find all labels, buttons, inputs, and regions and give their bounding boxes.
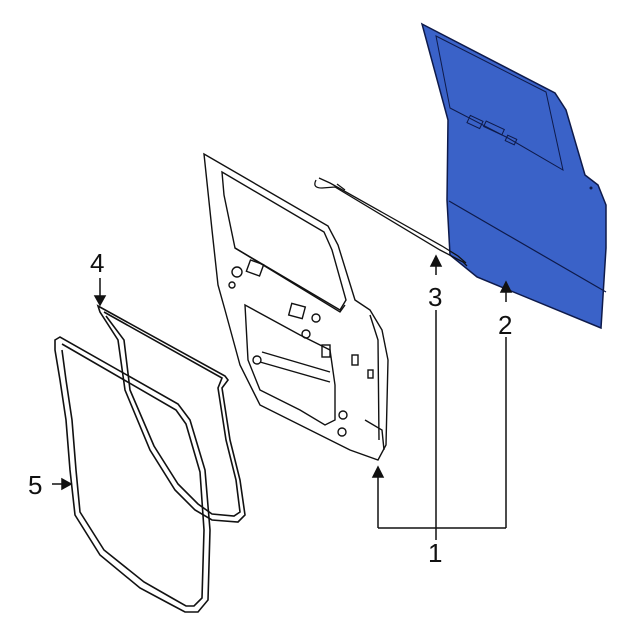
door-inner-frame[interactable] bbox=[203, 152, 389, 461]
callout-1[interactable]: 1 bbox=[428, 538, 442, 568]
weatherstrip-seal-inner[interactable] bbox=[96, 304, 246, 523]
weatherstrip-seal-outer[interactable] bbox=[54, 336, 211, 613]
callout-leaders bbox=[52, 254, 513, 540]
callout-4[interactable]: 4 bbox=[90, 248, 104, 278]
callout-2[interactable]: 2 bbox=[498, 310, 512, 340]
callout-5[interactable]: 5 bbox=[28, 470, 42, 500]
callout-3[interactable]: 3 bbox=[428, 282, 442, 312]
belt-weatherstrip[interactable] bbox=[314, 177, 468, 267]
outer-door-panel[interactable] bbox=[420, 22, 607, 330]
